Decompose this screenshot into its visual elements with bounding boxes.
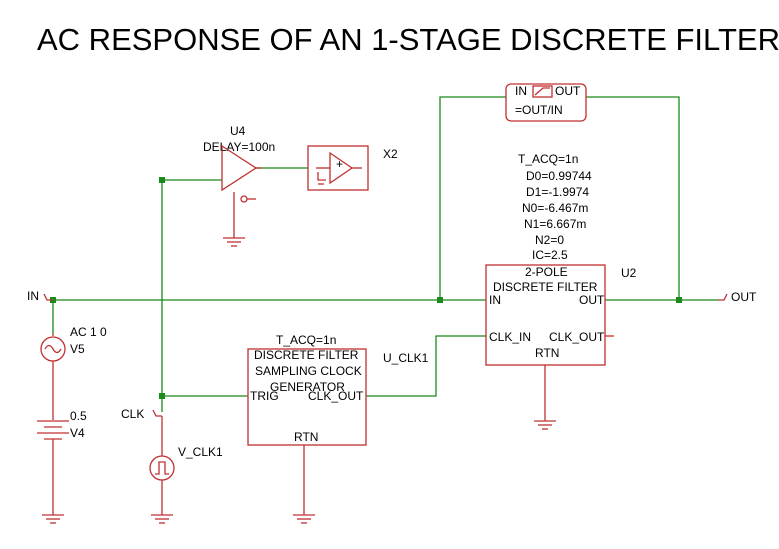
- u2-pin-in: IN: [489, 293, 501, 307]
- u2-param: N0=-6.467m: [522, 201, 588, 215]
- ac-source-v5: AC 1 0 V5: [40, 325, 107, 420]
- meter-out-in: IN OUT =OUT/IN: [505, 83, 587, 122]
- u2-pin-clk-in: CLK_IN: [489, 330, 531, 344]
- port-connector-icon: [43, 293, 53, 301]
- wire-meter-in: [439, 96, 506, 300]
- clkgen-pin-rtn: RTN: [294, 430, 318, 444]
- v4-value: 0.5: [70, 409, 87, 423]
- pulse-source-vclk1: V_CLK1: [149, 416, 223, 515]
- ground-vclk: [151, 514, 173, 524]
- u2-pin-rtn: RTN: [535, 346, 559, 360]
- pulse-source-icon: [149, 455, 175, 481]
- v5-value: AC 1 0: [70, 325, 107, 339]
- v4-ref: V4: [70, 426, 85, 440]
- meter-expression: =OUT/IN: [515, 103, 563, 117]
- sampling-clock-generator: T_ACQ=1n DISCRETE FILTER SAMPLING CLOCK …: [247, 333, 367, 515]
- port-connector-icon: [152, 409, 162, 417]
- clkgen-pin-trig: TRIG: [250, 389, 279, 403]
- u2-param: N2=0: [535, 233, 564, 247]
- u2-param: N1=6.667m: [524, 217, 586, 231]
- junction-dot-icon: [676, 297, 682, 303]
- meter-out-pin: OUT: [555, 84, 581, 98]
- clkgen-pin-clk-out: CLK_OUT: [308, 389, 364, 403]
- svg-text:+: +: [336, 157, 343, 171]
- u2-param: D0=0.99744: [526, 169, 592, 183]
- dc-source-v4: 0.5 V4: [37, 409, 87, 515]
- net-label-in: IN: [27, 289, 39, 303]
- net-label-u-clk1: U_CLK1: [383, 351, 429, 365]
- u4-delay: DELAY=100n: [203, 140, 275, 154]
- clkgen-name-line: SAMPLING CLOCK: [255, 364, 362, 378]
- delay-buffer-u4: U4 DELAY=100n: [203, 124, 275, 238]
- port-in: IN: [27, 289, 53, 303]
- vclk-ref: V_CLK1: [178, 445, 223, 459]
- wire-u-clk1: [366, 335, 486, 397]
- u2-name-line2: DISCRETE FILTER: [493, 280, 598, 294]
- junction-dot-icon: [159, 393, 165, 399]
- component-x2: + X2: [307, 145, 398, 191]
- v5-ref: V5: [70, 342, 85, 356]
- port-connector-icon: [718, 293, 728, 301]
- u2-param: D1=-1.9974: [526, 185, 589, 199]
- net-label-out: OUT: [731, 290, 757, 304]
- ground-clkgen: [293, 514, 315, 524]
- ground-v4: [42, 514, 64, 524]
- clkgen-name-line: DISCRETE FILTER: [254, 348, 359, 362]
- buffer-icon: [221, 144, 258, 192]
- u2-param: IC=2.5: [532, 248, 568, 262]
- u2-param: T_ACQ=1n: [518, 152, 578, 166]
- port-out: OUT: [718, 290, 757, 304]
- u2-pin-clk-out: CLK_OUT: [549, 330, 605, 344]
- u2-name-line1: 2-POLE: [525, 265, 568, 279]
- ground-u2: [534, 420, 556, 430]
- wire-meter-out: [586, 96, 680, 300]
- junction-dot-icon: [437, 297, 443, 303]
- u4-ref: U4: [230, 124, 246, 138]
- meter-in-pin: IN: [515, 84, 527, 98]
- u2-pin-out: OUT: [579, 293, 605, 307]
- clkgen-name-line: GENERATOR: [270, 380, 345, 394]
- u2-ref: U2: [621, 266, 637, 280]
- discrete-filter-u2: T_ACQ=1n D0=0.99744 D1=-1.9974 N0=-6.467…: [485, 152, 637, 421]
- schematic-title: AC RESPONSE OF AN 1-STAGE DISCRETE FILTE…: [37, 22, 779, 57]
- u2-params: T_ACQ=1n D0=0.99744 D1=-1.9974 N0=-6.467…: [518, 152, 592, 262]
- ground-u4: [223, 237, 245, 247]
- clkgen-param: T_ACQ=1n: [276, 333, 336, 347]
- junction-dot-icon: [159, 177, 165, 183]
- port-clk: CLK: [121, 407, 162, 421]
- wire-clk-u4: [161, 179, 222, 412]
- x2-ref: X2: [383, 147, 398, 161]
- net-label-clk: CLK: [121, 407, 144, 421]
